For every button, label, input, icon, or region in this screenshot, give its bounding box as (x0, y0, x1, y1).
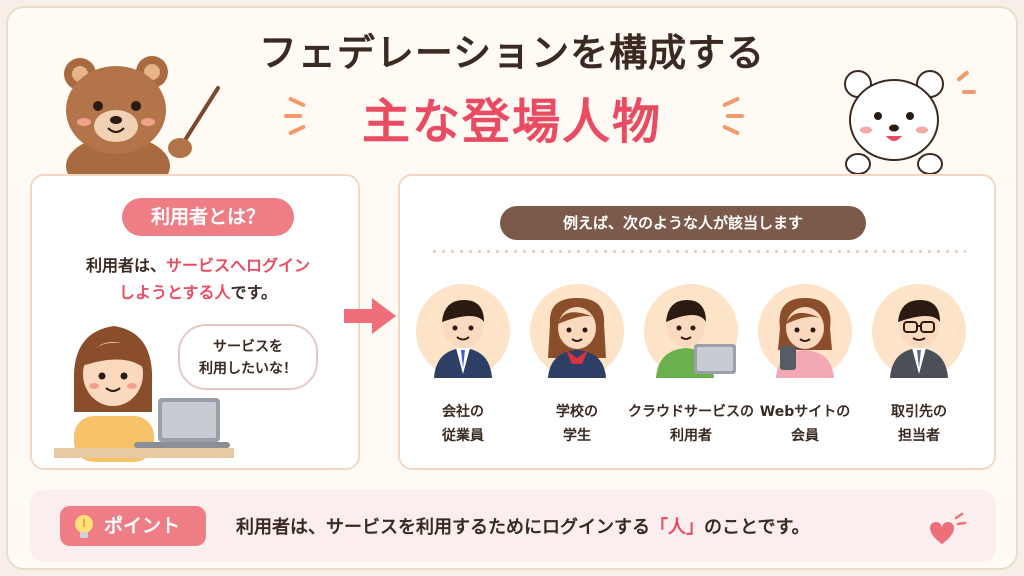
point-badge: ポイント (60, 506, 206, 546)
person-label: Webサイトの会員 (759, 404, 851, 444)
person-web-member: Webサイトの会員 (750, 284, 860, 454)
definition-text: 利用者は、サービスへログイン しようとする人です。 (85, 256, 311, 302)
person-office-worker: 会社の従業員 (408, 284, 518, 454)
person-business-partner: 取引先の担当者 (864, 284, 974, 454)
person-cloud-user: クラウドサービスの利用者 (628, 284, 754, 454)
woman-laptop-illustration (54, 326, 234, 462)
person-label: 取引先の担当者 (891, 404, 947, 444)
student-icon (548, 298, 606, 378)
laptop-user-icon (656, 300, 736, 378)
page-title-line1: フェデレーションを構成する (258, 31, 766, 75)
point-text: 利用者は、サービスを利用するためにログインする「人」のことです。 (236, 517, 810, 538)
definition-card: 利用者とは？ 利用者は、サービスへログイン しようとする人です。 サービスを 利… (30, 174, 360, 470)
dotted-divider (430, 250, 966, 253)
brown-bear-illustration (64, 56, 220, 179)
point-bar: ポイント 利用者は、サービスを利用するためにログインする「人」のことです。 (30, 490, 996, 562)
arrow-right-icon (344, 298, 396, 334)
person-label: クラウドサービスの利用者 (628, 404, 754, 444)
person-label: 会社の従業員 (442, 404, 484, 444)
examples-heading: 例えば、次のような人が該当します (500, 206, 866, 240)
lightbulb-icon (75, 515, 93, 538)
examples-card: 例えば、次のような人が該当します 会社の従業員 学校の学生 (398, 174, 996, 470)
speech-bubble: サービスを 利用したいな！ (178, 324, 318, 390)
heart-icon (930, 512, 966, 544)
smartphone-user-icon (776, 298, 834, 378)
point-label: ポイント (104, 515, 181, 537)
business-partner-icon (890, 300, 948, 378)
office-worker-icon (434, 300, 492, 378)
white-bear-illustration (844, 70, 944, 175)
definition-heading: 利用者とは？ (122, 198, 294, 236)
person-student: 学校の学生 (522, 284, 632, 454)
page-title-line2: 主な登場人物 (361, 94, 662, 150)
person-label: 学校の学生 (556, 404, 598, 444)
